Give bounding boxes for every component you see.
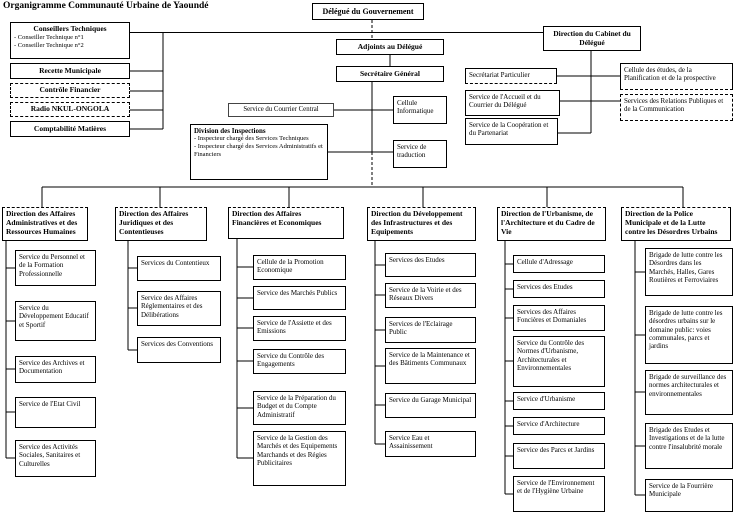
conseiller-item: - Conseiller Technique n°2: [14, 41, 84, 49]
service-box: Service des Archives et Documentation: [15, 356, 96, 383]
inspection-item: - Inspecteur chargé des Services Techniq…: [194, 135, 309, 143]
service-box: Service de la Voirie et des Réseaux Dive…: [385, 283, 476, 308]
service-box: Service du Contrôle des Normes d'Urbanis…: [513, 336, 605, 387]
chart-title: Organigramme Communauté Urbaine de Yaoun…: [3, 1, 209, 11]
service-box: Service de la Maintenance et des Bâtimen…: [385, 348, 476, 384]
service-box: Service d'Architecture: [513, 417, 605, 435]
service-box: Service de l'Etat Civil: [15, 397, 96, 428]
service-box: Brigade des Etudes et Investigations et …: [645, 423, 733, 469]
conseiller-item: - Conseiller Technique n°1: [14, 33, 84, 41]
service-box: Services des Conventions: [137, 337, 221, 363]
service-box: Service du Contrôle des Engagements: [253, 349, 346, 374]
service-box: Brigade de lutte contre les Désordres da…: [645, 248, 733, 296]
box-adjoints-delegue: Adjoints au Délégué: [336, 39, 444, 55]
service-box: Service du Personnel et de la Formation …: [15, 250, 96, 286]
box-delegue-gouvernement: Délégué du Gouvernement: [312, 3, 424, 20]
box-service-traduction: Service de traduction: [393, 140, 447, 168]
service-box: Cellule de la Promotion Economique: [253, 255, 346, 280]
service-box: Service de l'Assiette et des Emissions: [253, 316, 346, 341]
service-box: Cellule d'Adressage: [513, 255, 605, 273]
box-cellule-etudes-planification: Cellule des études, de la Planification …: [620, 63, 733, 90]
box-cooperation-partenariat: Service de la Coopération et du Partenar…: [465, 118, 558, 145]
service-box: Brigade de lutte contre les désordres ur…: [645, 306, 733, 364]
service-box: Services du Contentieux: [137, 256, 221, 281]
service-box: Service de l'Environnement et de l'Hygiè…: [513, 476, 605, 512]
service-box: Brigade de surveillance des normes archi…: [645, 370, 733, 415]
box-recette-municipale: Recette Municipale: [10, 63, 130, 79]
service-box: Service des Parcs et Jardins: [513, 443, 605, 469]
conseillers-title: Conseillers Techniques: [33, 24, 107, 33]
direction-header-urbanisme: Direction de l'Urbanisme, de l'Architect…: [497, 207, 606, 241]
box-radio-nkul-ongola: Radio NKUL-ONGOLA: [10, 102, 130, 117]
service-box: Service du Garage Municipal: [385, 393, 476, 418]
service-box: Service des Marchés Publics: [253, 286, 346, 310]
service-box: Services des Etudes: [385, 253, 476, 277]
box-accueil-courrier-delegue: Service de l'Accueil et du Courrier du D…: [465, 90, 560, 116]
service-box: Service des Activités Sociales, Sanitair…: [15, 440, 96, 477]
box-comptabilite-matieres: Comptabilité Matières: [10, 121, 130, 137]
inspection-item: - Inspecteur chargé des Services Adminis…: [194, 142, 323, 158]
direction-header-affaires-administratives: Direction des Affaires Administratives e…: [2, 207, 88, 241]
box-relations-publiques: Services des Relations Publiques et de l…: [620, 94, 733, 121]
service-box: Services de l'Eclairage Public: [385, 317, 476, 343]
box-controle-financier: Contrôle Financier: [10, 83, 130, 98]
service-box: Service du Développement Educatif et Spo…: [15, 301, 96, 341]
service-box: Service Eau et Assainissement: [385, 431, 476, 457]
service-box: Service des Affaires Réglementaires et d…: [137, 291, 221, 326]
direction-header-affaires-juridiques: Direction des Affaires Juridiques et des…: [115, 207, 207, 241]
box-conseillers-techniques: Conseillers Techniques - Conseiller Tech…: [10, 22, 130, 59]
service-box: Service de la Gestion des Marchés et des…: [253, 431, 346, 486]
service-box: Services des Affaires Foncières et Doman…: [513, 305, 605, 331]
box-secretaire-general: Secrétaire Général: [336, 66, 444, 82]
box-secretariat-particulier: Secrétariat Particulier: [465, 68, 557, 84]
service-box: Service de la Préparation du Budget et d…: [253, 391, 346, 425]
direction-header-police-municipale: Direction de la Police Municipale et de …: [621, 207, 731, 241]
box-cellule-informatique: Cellule Informatique: [393, 96, 447, 124]
box-courrier-central: Service du Courrier Central: [228, 103, 334, 117]
service-box: Services des Etudes: [513, 280, 605, 298]
direction-header-developpement-infrastructures: Direction du Développement des Infrastru…: [367, 207, 476, 241]
box-direction-cabinet: Direction du Cabinet du Délégué: [543, 26, 641, 51]
direction-header-affaires-financieres: Direction des Affaires Financières et Ec…: [228, 207, 344, 239]
inspections-title: Division des Inspections: [194, 127, 266, 135]
service-box: Service d'Urbanisme: [513, 392, 605, 410]
box-division-inspections: Division des Inspections - Inspecteur ch…: [190, 124, 328, 180]
service-box: Service de la Fourrière Municipale: [645, 479, 733, 512]
